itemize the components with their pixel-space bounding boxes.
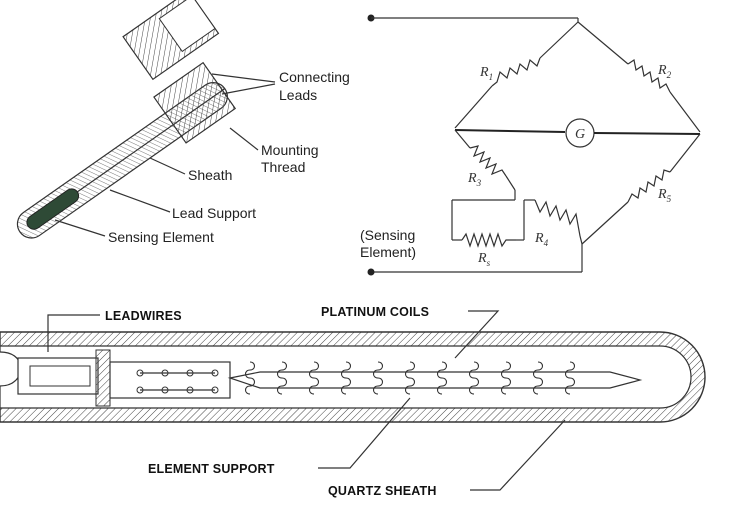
resistor-r5 [627,169,671,203]
label-platinum-coils: PLATINUM COILS [321,305,429,319]
platinum-coils [244,361,576,395]
cross-section-drawing: LEADWIRES PLATINUM COILS ELEMENT SUPPORT… [0,305,706,498]
resistor-r3 [469,145,507,177]
resistor-rs [461,232,516,248]
leadwire-seal [95,349,111,407]
label-sensing-element: Sensing Element [108,229,214,245]
label-leadwires: LEADWIRES [105,309,182,323]
label-element-support: ELEMENT SUPPORT [148,462,275,476]
label-r4: R4 [534,231,549,248]
label-r5: R5 [657,187,672,204]
element-support-rod [227,371,643,389]
label-mounting: Mounting [261,142,319,158]
leadwire-inner [29,365,91,387]
label-r1: R1 [479,65,493,82]
label-lead-support: Lead Support [172,205,256,221]
label-sensing-line1: (Sensing [360,227,415,243]
support-block [109,361,231,399]
label-rs: Rs [477,251,491,268]
label-sheath: Sheath [188,167,232,183]
resistor-r2 [627,59,671,93]
bridge-circuit: G R1 R2 R3 R4 R5 Rs (Sensing Element) [360,14,701,276]
label-sensing-line2: Element) [360,244,416,260]
label-r3: R3 [467,171,482,188]
galvanometer-label: G [575,127,585,142]
label-r2: R2 [657,63,672,80]
terminal-bottom [367,268,375,276]
label-quartz-sheath: QUARTZ SHEATH [328,484,437,498]
resistor-r1 [491,57,541,87]
resistor-r4 [534,199,581,237]
mounting-thread-block [153,61,237,144]
label-leads: Leads [279,87,317,103]
rtd-probe-drawing: Connecting Leads Mounting Thread Sheath … [16,0,350,245]
label-connecting: Connecting [279,69,350,85]
label-thread: Thread [261,159,305,175]
probe-head-face [158,0,216,53]
